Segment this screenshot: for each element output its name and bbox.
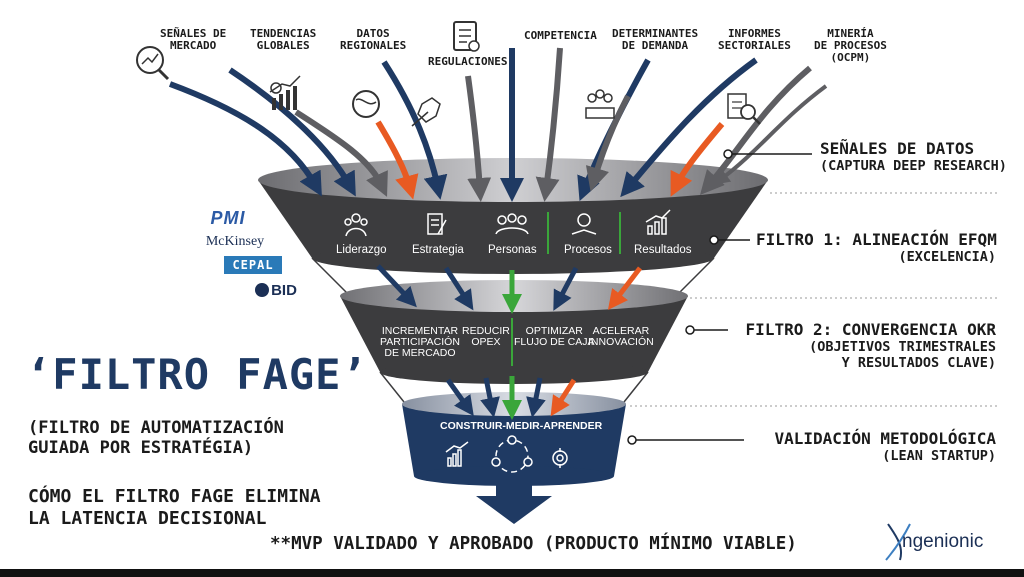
stage-lean-validation: VALIDACIÓN METODOLÓGICA (LEAN STARTUP) — [750, 429, 996, 465]
clipboard-icon — [453, 21, 480, 52]
main-title: ‘FILTRO FAGE’ — [26, 350, 368, 399]
source-label-regional-data: DATOS REGIONALES — [340, 27, 407, 52]
stage-efqm-filter-subtitle: (EXCELENCIA) — [898, 249, 996, 265]
stage-okr-filter: FILTRO 2: CONVERGENCIA OKR (OBJETIVOS TR… — [734, 320, 996, 372]
brand-cepal-logo: CEPAL — [224, 256, 282, 274]
bar-chart-icon — [645, 209, 671, 235]
efqm-label-results: Resultados — [634, 244, 692, 256]
source-label-regulations: REGULACIONES — [428, 55, 508, 68]
stage-lean-validation-title: VALIDACIÓN METODOLÓGICA — [774, 429, 996, 448]
lean-chart-icon — [445, 441, 469, 467]
tagline: CÓMO EL FILTRO FAGE ELIMINA LA LATENCIA … — [28, 486, 321, 529]
subtitle: (FILTRO DE AUTOMATIZACIÓN GUIADA POR EST… — [28, 418, 284, 458]
source-label-global-trends: TENDENCIAS GLOBALES — [250, 27, 317, 52]
stage-okr-filter-subtitle: (OBJETIVOS TRIMESTRALES Y RESULTADOS CLA… — [809, 339, 996, 371]
efqm-label-processes: Procesos — [564, 244, 612, 256]
document-pen-icon — [427, 213, 447, 235]
ngenionic-logo-text: ngenionic — [902, 531, 984, 552]
funnel-tier-2 — [340, 296, 688, 372]
output-arrow — [476, 480, 552, 524]
efqm-label-people: Personas — [488, 244, 537, 256]
stage-efqm-filter: FILTRO 1: ALINEACIÓN EFQM (EXCELENCIA) — [756, 230, 997, 266]
report-magnifier-icon — [727, 93, 761, 125]
source-label-sector-reports: INFORMES SECTORIALES — [718, 27, 791, 52]
stage-okr-filter-title: FILTRO 2: CONVERGENCIA OKR — [745, 320, 996, 339]
globe-map-icon — [352, 90, 441, 127]
growth-chart-icon — [269, 75, 301, 110]
lean-target-icon — [552, 448, 568, 468]
okr-label-opex: REDUCIR OPEX — [462, 325, 510, 348]
bid-text: BID — [271, 282, 297, 299]
source-label-process-mining: MINERÍA DE PROCESOS (OCPM) — [814, 27, 887, 64]
okr-label-innovation: ACELERAR INNOVACIÓN — [588, 325, 654, 348]
people-podium-icon — [585, 89, 615, 119]
efqm-label-leadership: Liderazgo — [336, 244, 387, 256]
people-icon — [495, 213, 529, 235]
magnifier-chart-icon — [136, 46, 170, 81]
team-icon — [344, 213, 368, 237]
bid-globe-icon — [255, 283, 270, 297]
okr-label-market-share: INCREMENTAR PARTICIPACIÓN DE MERCADO — [380, 325, 460, 359]
hand-gear-icon — [571, 213, 597, 235]
brand-bid-logo: BID — [246, 282, 306, 299]
funnel-tier-1 — [258, 180, 768, 258]
bottom-bar — [0, 569, 1024, 577]
efqm-label-strategy: Estrategia — [412, 244, 464, 256]
brand-mckinsey-logo: McKinsey — [205, 234, 265, 249]
stage-data-signals-subtitle: (CAPTURA DEEP RESEARCH) — [820, 158, 1007, 174]
ngenionic-logo-icon — [885, 523, 911, 561]
build-measure-learn-cycle-icon — [491, 435, 533, 473]
brand-pmi-logo: PMI — [210, 208, 246, 228]
lean-label: CONSTRUIR-MEDIR-APRENDER — [440, 420, 603, 432]
okr-label-cash-flow: OPTIMIZAR FLUJO DE CAJA — [514, 325, 595, 348]
source-label-competition: COMPETENCIA — [524, 29, 597, 42]
footer-note: **MVP VALIDADO Y APROBADO (PRODUCTO MÍNI… — [270, 534, 797, 554]
stage-lean-validation-subtitle: (LEAN STARTUP) — [882, 448, 996, 464]
source-label-demand-drivers: DETERMINANTES DE DEMANDA — [612, 27, 699, 52]
stage-data-signals: SEÑALES DE DATOS (CAPTURA DEEP RESEARCH) — [820, 139, 1007, 175]
stage-data-signals-title: SEÑALES DE DATOS — [820, 139, 975, 158]
source-label-market-signals: SEÑALES DE MERCADO — [160, 27, 227, 52]
stage-efqm-filter-title: FILTRO 1: ALINEACIÓN EFQM — [756, 230, 997, 249]
